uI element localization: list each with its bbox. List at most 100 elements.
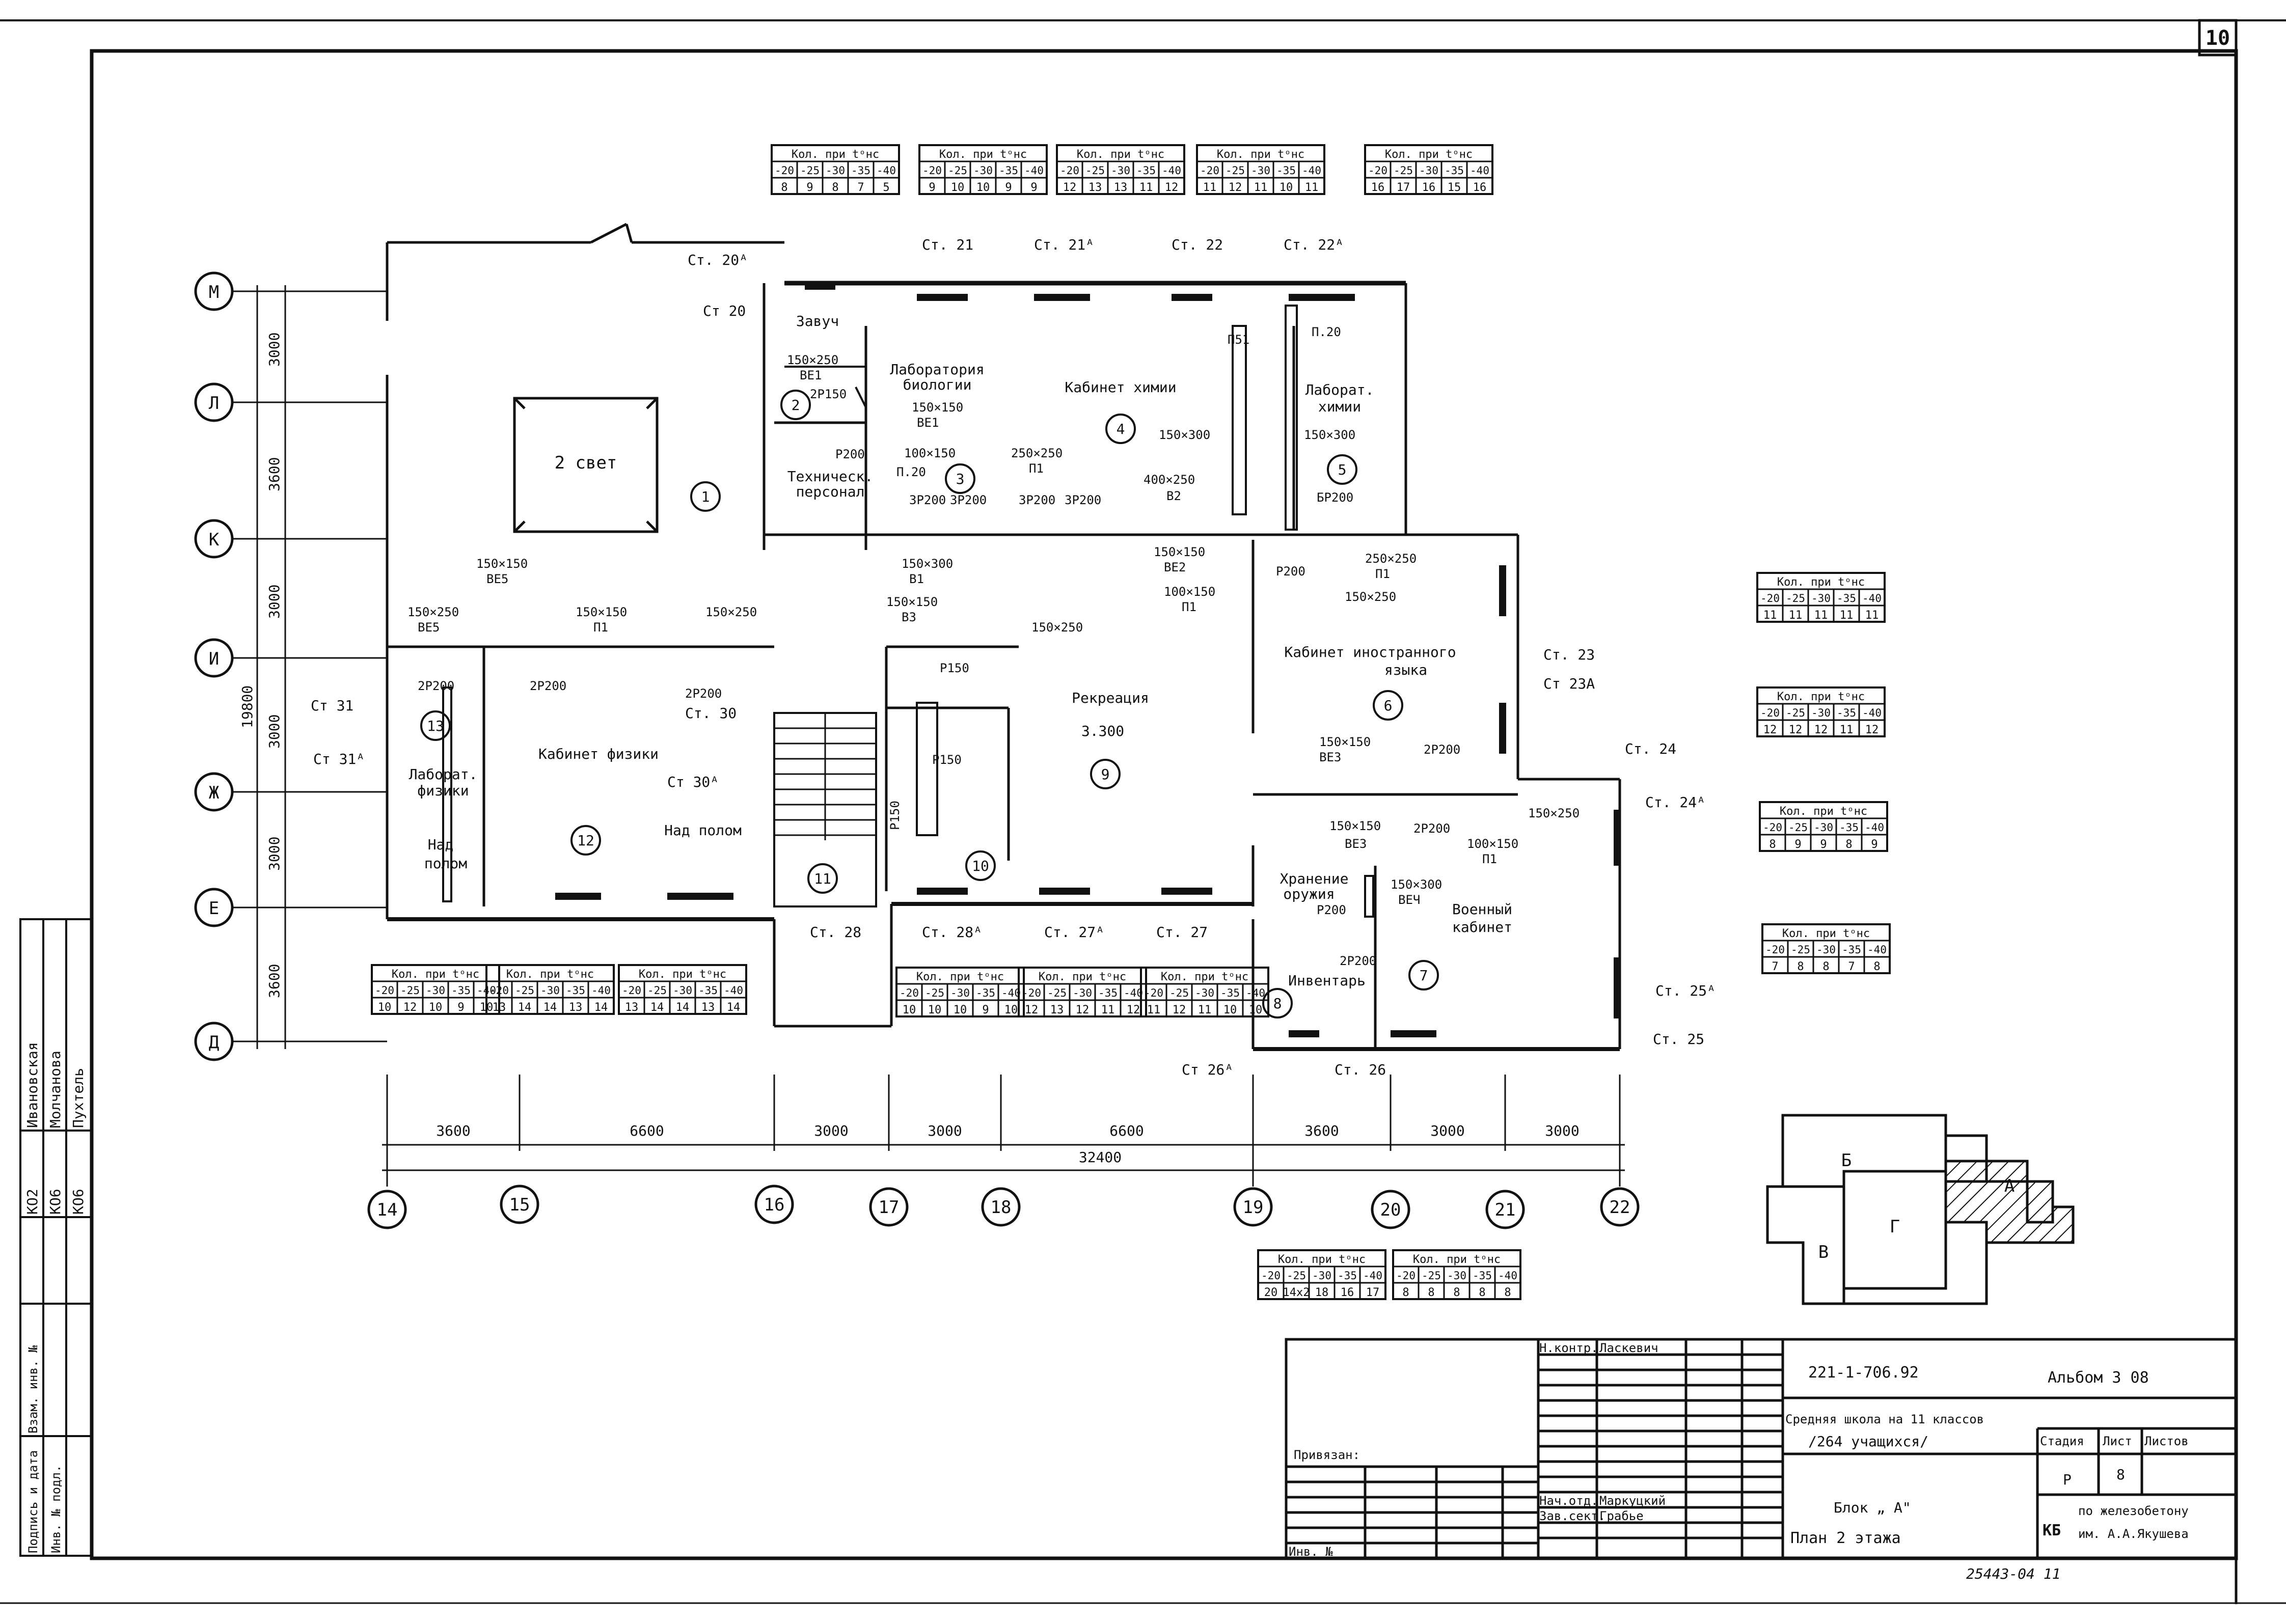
svg-text:150×150: 150×150 bbox=[476, 557, 528, 571]
side-name-1: Ивановская bbox=[24, 1042, 41, 1128]
stamp-norm-name: Ласкевич bbox=[1599, 1341, 1658, 1355]
table-temp: -35 bbox=[1276, 164, 1296, 177]
vdim-1: 3000 bbox=[266, 333, 283, 367]
table-value: 12 bbox=[1025, 1004, 1039, 1016]
table-value: 10 bbox=[1004, 1004, 1018, 1016]
svg-text:150×250: 150×250 bbox=[1031, 620, 1083, 635]
svg-text:15: 15 bbox=[509, 1195, 530, 1215]
room-10: 10 bbox=[965, 850, 996, 881]
svg-text:150×250: 150×250 bbox=[705, 605, 757, 619]
svg-text:16: 16 bbox=[764, 1195, 785, 1215]
table-value: 8 bbox=[1822, 960, 1829, 973]
axis-number-markers: 14 15 16 17 18 19 20 21 22 bbox=[367, 1185, 1640, 1229]
svg-text:17: 17 bbox=[879, 1197, 900, 1218]
axis-16: 16 bbox=[754, 1185, 794, 1224]
table-temp: -25 bbox=[1085, 164, 1105, 177]
vdim-3: 3000 bbox=[266, 585, 283, 619]
table-value: 12 bbox=[1229, 181, 1242, 194]
org-line-1: по железобетону bbox=[2078, 1504, 2189, 1518]
svg-text:В1: В1 bbox=[909, 572, 924, 586]
label-military-2: кабинет bbox=[1452, 919, 1512, 935]
room-13: 13 bbox=[420, 710, 451, 741]
table-temp: -30 bbox=[1447, 1270, 1466, 1282]
table-temp: -20 bbox=[1060, 164, 1079, 177]
table-temp: -35 bbox=[976, 987, 995, 999]
table-header: Кол. при tᵒнс bbox=[1039, 971, 1126, 983]
table-value: 12 bbox=[1165, 181, 1179, 194]
table-temp: -35 bbox=[451, 984, 471, 997]
svg-text:150×300: 150×300 bbox=[1159, 428, 1210, 442]
table-value: 13 bbox=[569, 1001, 583, 1014]
table-value: 16 bbox=[1371, 181, 1385, 194]
table-value: 8 bbox=[832, 181, 838, 194]
table-value: 11 bbox=[1789, 609, 1803, 622]
svg-text:Р200: Р200 bbox=[1276, 564, 1305, 579]
side-stamp-text: Ивановская Молчанова Пухтель КО2 КО6 КО6… bbox=[24, 1042, 87, 1553]
label-foreign-2: языка bbox=[1384, 662, 1427, 678]
table-temp: -35 bbox=[1837, 592, 1856, 604]
inventory-number: 25443-04 11 bbox=[1966, 1565, 2060, 1582]
table-value: 8 bbox=[1873, 960, 1880, 973]
room-12: 12 bbox=[570, 825, 601, 856]
table-value: 9 bbox=[457, 1001, 464, 1014]
room-labels: 2 свет Завуч Лаборатория биологии Технич… bbox=[409, 313, 1512, 989]
axis-18: 18 bbox=[981, 1187, 1021, 1227]
room-6: 6 bbox=[1373, 690, 1403, 721]
table-value: 8 bbox=[1428, 1286, 1434, 1299]
table-value: 12 bbox=[1814, 724, 1828, 736]
hdim-total: 32400 bbox=[1079, 1149, 1122, 1166]
label-chem: Кабинет химии bbox=[1065, 379, 1176, 396]
stamp-dept-label: Нач.отд. bbox=[1539, 1494, 1598, 1508]
svg-text:П1: П1 bbox=[1375, 567, 1390, 581]
vdim-2: 3600 bbox=[266, 457, 283, 491]
table-value: 10 bbox=[429, 1001, 443, 1014]
svg-text:150×150: 150×150 bbox=[886, 595, 938, 609]
table-temp: -25 bbox=[1226, 164, 1245, 177]
svg-text:П1: П1 bbox=[1182, 600, 1196, 614]
svg-text:А: А bbox=[2004, 1176, 2015, 1196]
table-value: 11 bbox=[1763, 609, 1777, 622]
table-temp: -25 bbox=[1394, 164, 1413, 177]
table-value: 12 bbox=[1763, 724, 1777, 736]
svg-text:П1: П1 bbox=[593, 620, 608, 635]
svg-text:Р150: Р150 bbox=[932, 753, 962, 767]
table-value: 10 bbox=[1249, 1004, 1263, 1016]
room-11: 11 bbox=[807, 863, 838, 894]
svg-text:150×150: 150×150 bbox=[1329, 819, 1381, 833]
table-value: 11 bbox=[1147, 1004, 1161, 1016]
svg-text:150×150: 150×150 bbox=[912, 400, 963, 415]
table-temp: -30 bbox=[1419, 164, 1438, 177]
table-temp: -30 bbox=[1814, 821, 1833, 834]
table-header: Кол. при tᵒнс bbox=[1385, 148, 1473, 161]
label-tech: Техническ. bbox=[787, 468, 874, 485]
table-temp: -30 bbox=[950, 987, 970, 999]
room-4: 4 bbox=[1105, 414, 1136, 444]
svg-text:150×250: 150×250 bbox=[787, 353, 838, 367]
table-temp: -35 bbox=[1338, 1270, 1357, 1282]
svg-text:150×300: 150×300 bbox=[902, 557, 953, 571]
table-value: 11 bbox=[1865, 609, 1879, 622]
table-temp: -40 bbox=[1124, 987, 1143, 999]
hdim-5: 6600 bbox=[1109, 1122, 1144, 1139]
vdim-5: 3000 bbox=[266, 837, 283, 871]
table-temp: -20 bbox=[1368, 164, 1387, 177]
title-line-2: /264 учащихся/ bbox=[1808, 1433, 1928, 1450]
stamp-bound: Привязан: bbox=[1294, 1448, 1360, 1462]
table-value: 9 bbox=[1820, 838, 1827, 851]
horizontal-dimension-labels: 3600 6600 3000 3000 6600 3600 3000 3000 … bbox=[436, 1122, 1579, 1166]
table-header: Кол. при tᵒнс bbox=[1217, 148, 1304, 161]
table-temp: -20 bbox=[900, 987, 919, 999]
riser: Ст. 27ᴬ bbox=[1044, 924, 1104, 941]
table-temp: -40 bbox=[1302, 164, 1321, 177]
table-value: 9 bbox=[929, 181, 935, 194]
hdim-6: 3600 bbox=[1304, 1122, 1339, 1139]
svg-text:ВЕ3: ВЕ3 bbox=[1319, 750, 1341, 764]
svg-text:3Р200: 3Р200 bbox=[950, 493, 987, 507]
table-value: 7 bbox=[857, 181, 864, 194]
table-temp: -35 bbox=[698, 984, 718, 997]
table-temp: -30 bbox=[826, 164, 845, 177]
